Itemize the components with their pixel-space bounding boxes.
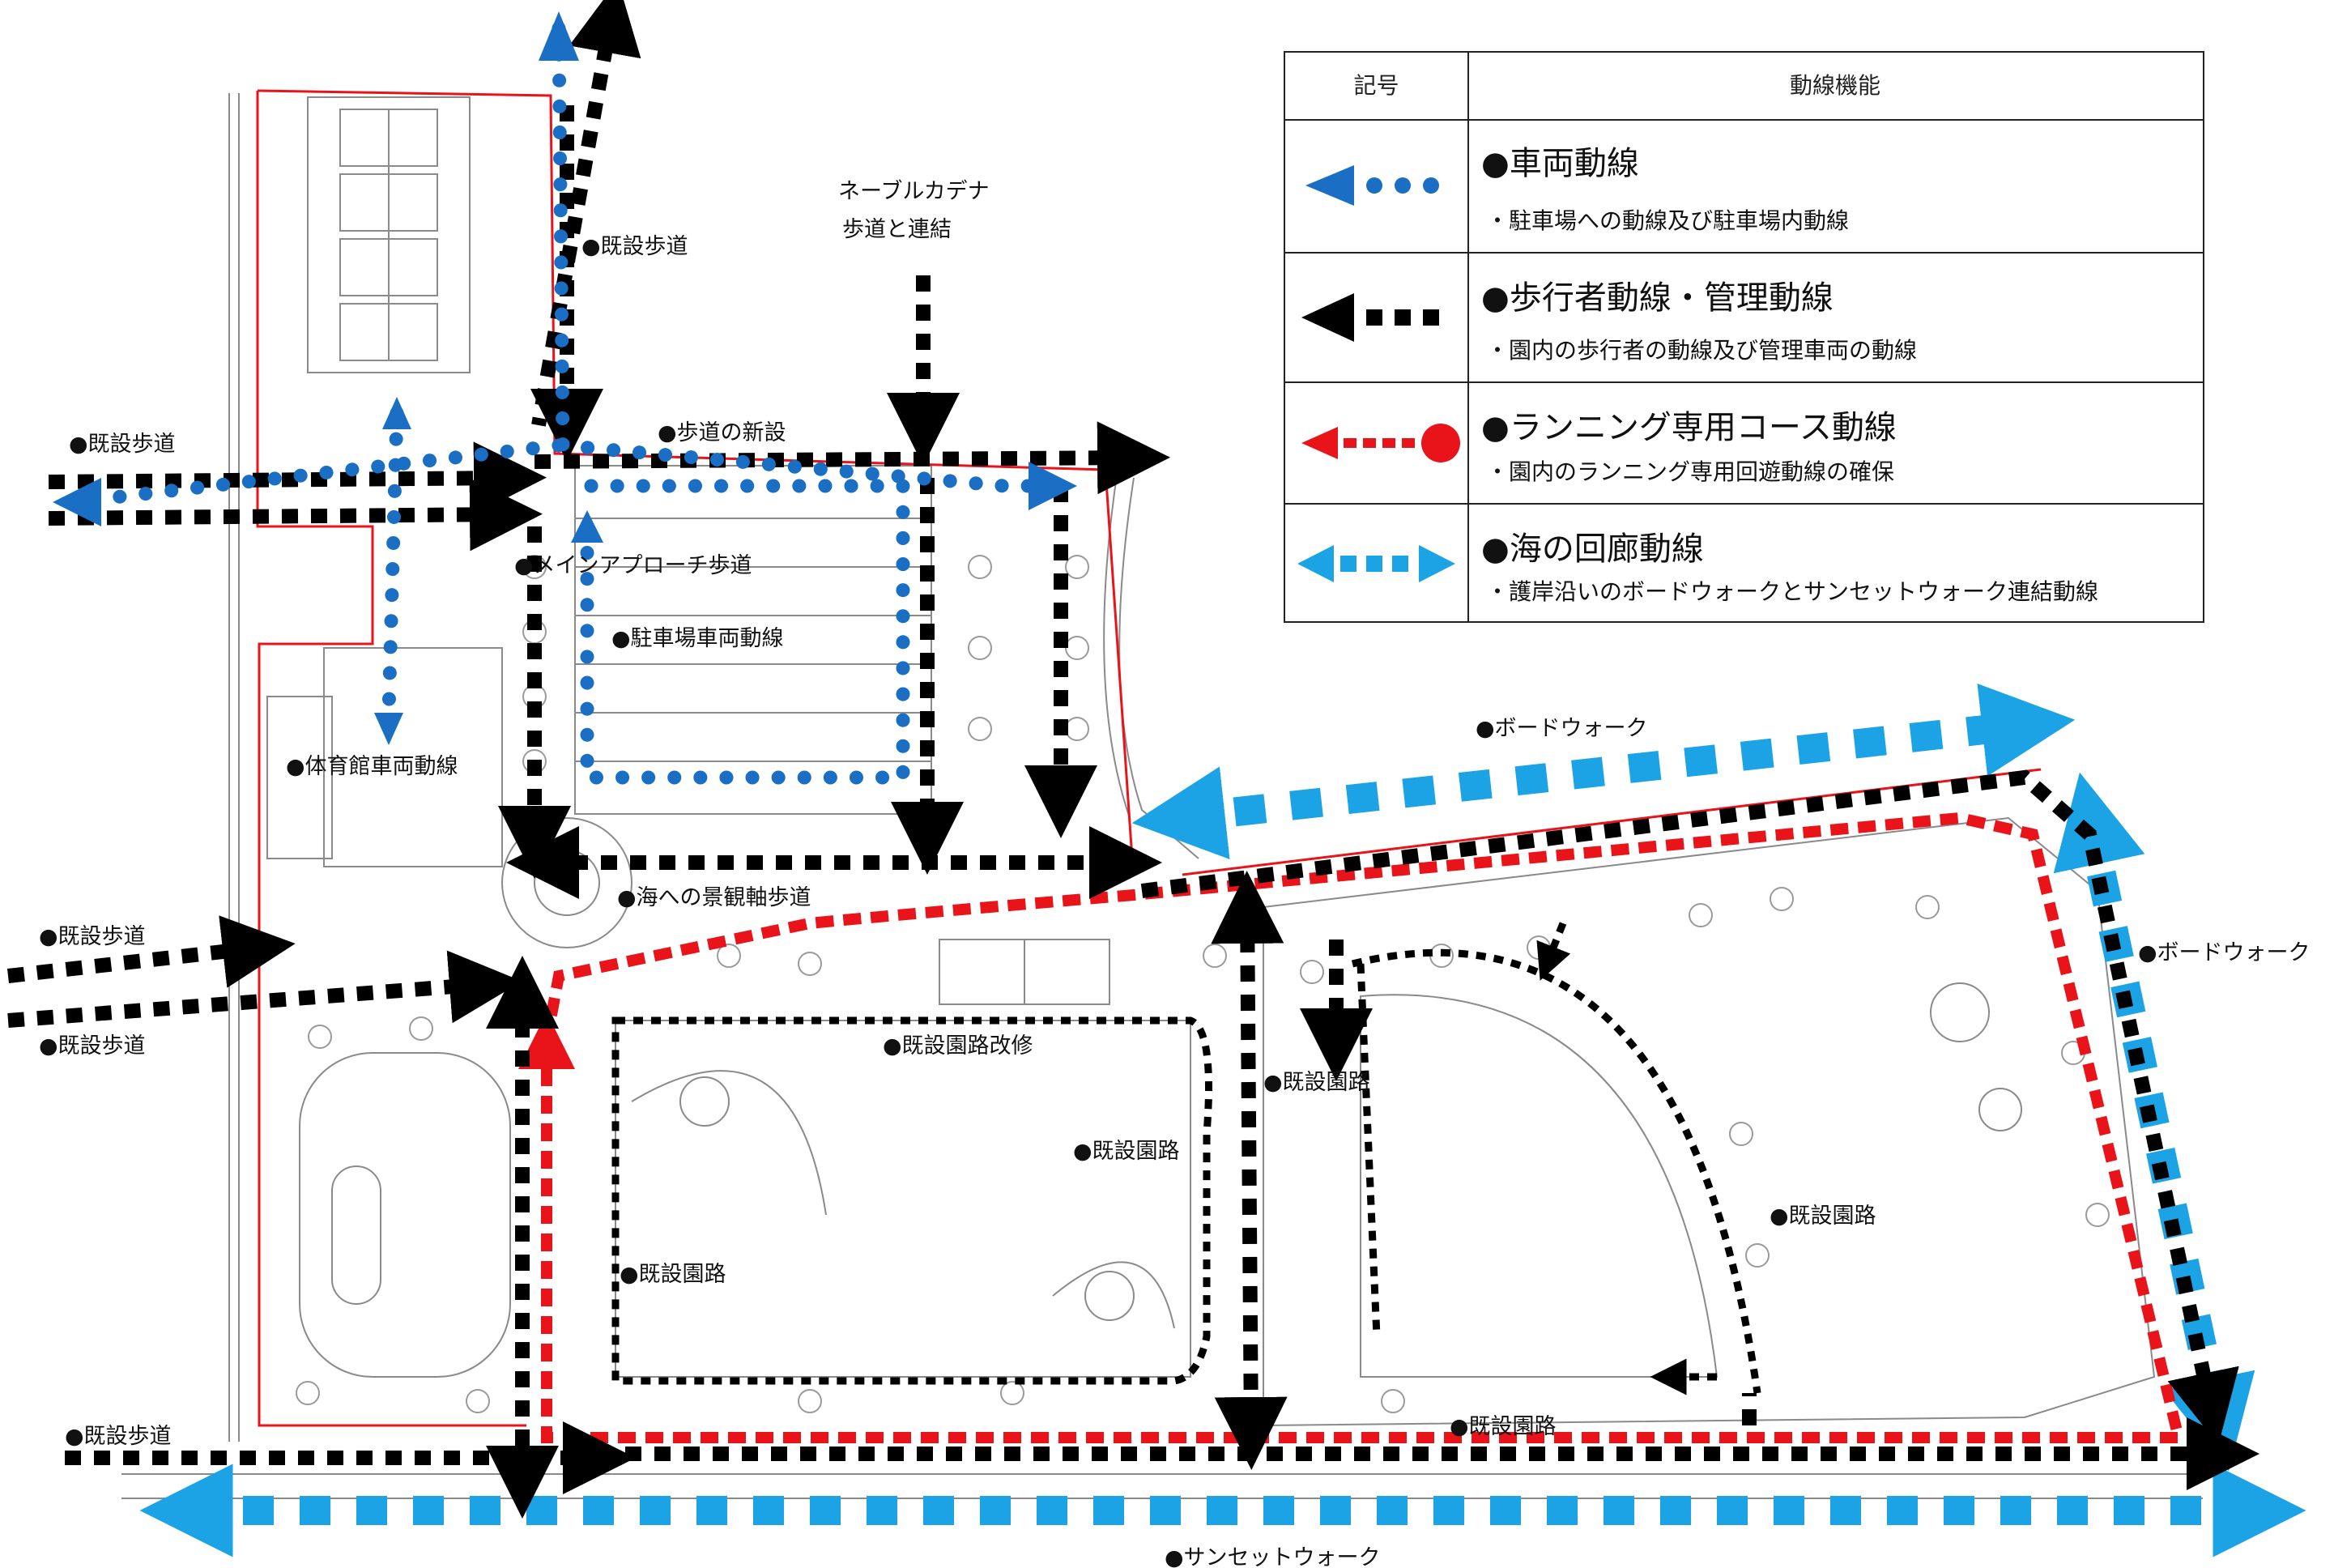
label-existing-walk-bottom: ●既設歩道 (65, 1424, 172, 1449)
legend-row-running: ●ランニング専用コース動線 ・園内のランニング専用回遊動線の確保 (1285, 383, 2203, 505)
legend-title-pedestrian: ●歩行者動線・管理動線 (1481, 279, 1834, 317)
legend-row-pedestrian: ●歩行者動線・管理動線 ・園内の歩行者の動線及び管理車両の動線 (1285, 254, 2203, 383)
legend-header-symbol: 記号 (1353, 72, 1399, 99)
label-existing-walk-top: ●既設歩道 (581, 234, 688, 259)
label-path-renovation: ●既設園路改修 (883, 1033, 1033, 1059)
label-park-path-1: ●既設園路 (1263, 1070, 1370, 1095)
running-course (518, 812, 2186, 1443)
label-parking-lane: ●駐車場車両動線 (611, 626, 784, 651)
label-main-approach: ●メインアプローチ歩道 (514, 553, 752, 578)
label-park-path-5: ●既設園路 (1450, 1414, 1557, 1439)
legend-title-running: ●ランニング専用コース動線 (1481, 409, 1897, 446)
label-park-path-4: ●既設園路 (620, 1262, 726, 1287)
pedestrian-routes (6, 0, 2259, 1519)
legend-title-sea: ●海の回廊動線 (1481, 530, 1704, 568)
trees (296, 555, 2110, 1413)
label-boardwalk-right: ●ボードウォーク (2138, 940, 2311, 965)
label-sea-view-axis: ●海への景観軸歩道 (617, 885, 811, 910)
pedestrian-line-icon (1301, 293, 1439, 342)
legend-symbol-column (1285, 53, 1469, 621)
legend-desc-vehicle: ・駐車場への動線及び駐車場内動線 (1486, 207, 1850, 234)
vehicle-line-icon (1305, 165, 1439, 206)
park-loop-paths (611, 922, 1761, 1395)
label-park-path-3: ●既設園路 (1770, 1204, 1876, 1229)
vehicle-routes (66, 21, 1052, 785)
sea-corridor-line-icon (1297, 545, 1455, 582)
label-existing-walk-left3: ●既設歩道 (39, 1033, 146, 1059)
legend-desc-pedestrian: ・園内の歩行者の動線及び管理車両の動線 (1486, 337, 1918, 364)
label-park-path-2: ●既設園路 (1073, 1139, 1180, 1164)
sea-corridor-routes (139, 684, 2306, 1557)
label-gym-lane: ●体育館車両動線 (286, 754, 458, 779)
running-line-icon (1301, 424, 1460, 462)
legend-row-vehicle: ●車両動線 ・駐車場への動線及び駐車場内動線 (1285, 119, 2203, 254)
boardwalk-right-route (2053, 772, 2255, 1472)
boardwalk-top-route (1131, 684, 2076, 859)
legend-title-vehicle: ●車両動線 (1481, 145, 1639, 182)
legend-header: 記号 動線機能 (1285, 53, 2203, 121)
legend-desc-running: ・園内のランニング専用回遊動線の確保 (1486, 458, 1895, 485)
label-existing-walk-left2: ●既設歩道 (39, 924, 146, 949)
vehicle-arrowheads (53, 11, 1077, 745)
label-existing-walk-left: ●既設歩道 (69, 432, 176, 457)
legend-header-function: 動線機能 (1789, 72, 1880, 99)
label-new-walk: ●歩道の新設 (658, 420, 786, 445)
legend-row-sea: ●海の回廊動線 ・護岸沿いのボードウォークとサンセットウォーク連結動線 (1285, 505, 2203, 623)
label-neeble-2: 歩道と連結 (842, 217, 952, 242)
label-neeble-1: ネーブルカデナ (838, 179, 990, 204)
ped-north (531, 0, 641, 427)
legend-desc-sea: ・護岸沿いのボードウォークとサンセットウォーク連結動線 (1486, 578, 2099, 605)
map-labels: ●既設歩道 ネーブルカデナ 歩道と連結 ●歩道の新設 ●既設歩道 ●メインアプロ… (39, 179, 2311, 1568)
label-boardwalk-top: ●ボードウォーク (1476, 716, 1648, 741)
label-sunset-walk: ●サンセットウォーク (1165, 1545, 1381, 1568)
legend-table: 記号 動線機能 ●車両動線 ・駐車場への動線及び駐車場内動線 ●歩行者動線・管理… (1284, 51, 2204, 623)
